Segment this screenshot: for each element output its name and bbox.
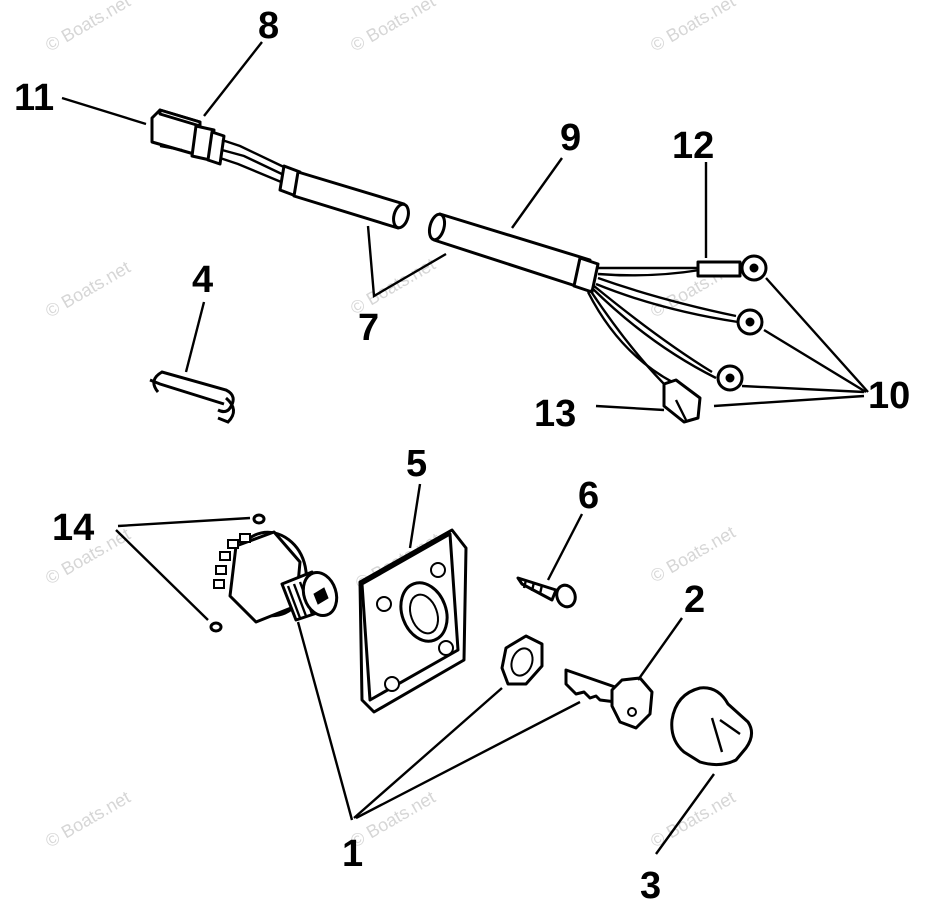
callout-6: 6 xyxy=(578,475,599,517)
leader-line-9 xyxy=(511,157,563,229)
leader-line-3 xyxy=(655,773,715,855)
mounting-plate-part xyxy=(358,528,468,714)
watermark: © Boats.net xyxy=(647,522,739,586)
leader-line-1b xyxy=(353,687,503,819)
leader-line-5 xyxy=(408,483,422,549)
screw-part xyxy=(516,576,577,609)
callout-11: 11 xyxy=(14,77,54,119)
leader-line-1c xyxy=(355,700,581,820)
leader-line-14a xyxy=(117,516,251,528)
callout-10: 10 xyxy=(868,375,910,417)
leader-line-6 xyxy=(546,513,584,581)
watermark: © Boats.net xyxy=(347,0,439,55)
leader-line-13 xyxy=(595,404,665,412)
callout-9: 9 xyxy=(560,117,581,159)
leader-line-14b xyxy=(115,529,209,621)
callout-13: 13 xyxy=(534,393,576,435)
leader-line-11 xyxy=(61,96,147,126)
small-screw-part xyxy=(209,513,266,633)
watermark: © Boats.net xyxy=(42,0,134,55)
callout-5: 5 xyxy=(406,443,427,485)
leader-line-10a xyxy=(765,277,869,393)
callout-3: 3 xyxy=(640,865,661,903)
key-part xyxy=(564,668,654,730)
wire-clip-part xyxy=(149,370,235,424)
harness-main-part xyxy=(427,212,768,424)
leader-line-2 xyxy=(637,617,683,681)
watermark: © Boats.net xyxy=(647,0,739,55)
leader-line-4 xyxy=(184,301,206,373)
nut-part xyxy=(500,634,544,686)
leader-line-10c xyxy=(741,384,865,394)
leader-line-10b xyxy=(763,328,867,394)
watermark: © Boats.net xyxy=(42,787,134,851)
callout-12: 12 xyxy=(672,125,714,167)
callout-8: 8 xyxy=(258,5,279,47)
watermark: © Boats.net xyxy=(42,257,134,321)
leader-line-1a xyxy=(296,621,354,821)
harness-connector-part xyxy=(150,108,410,230)
leader-lines xyxy=(61,41,869,855)
callout-1: 1 xyxy=(342,833,363,875)
callout-14: 14 xyxy=(52,507,94,549)
callout-labels: 8 11 9 12 4 7 10 13 5 6 14 2 1 3 xyxy=(14,5,910,903)
ignition-switch-part xyxy=(213,530,339,624)
watermark: © Boats.net xyxy=(647,787,739,851)
leader-line-7 xyxy=(366,225,447,298)
callout-2: 2 xyxy=(684,579,705,621)
callout-7: 7 xyxy=(358,307,379,349)
leader-line-10d xyxy=(713,394,865,408)
leader-line-8 xyxy=(203,41,263,117)
switch-cover-part xyxy=(670,686,753,767)
callout-4: 4 xyxy=(192,259,213,301)
